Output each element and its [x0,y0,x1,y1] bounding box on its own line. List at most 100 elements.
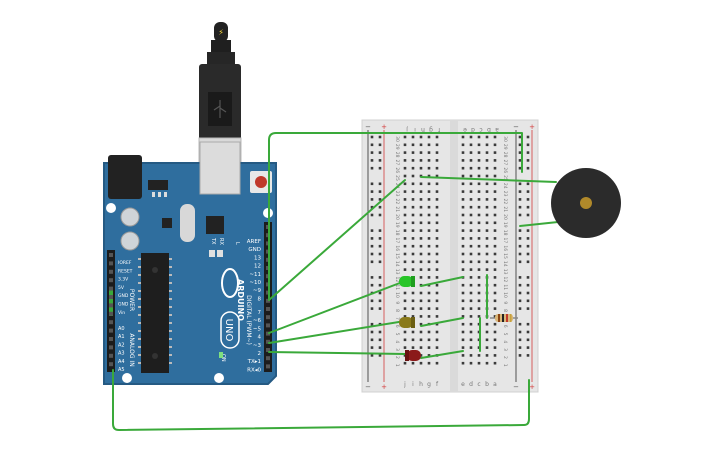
breadboard-hole[interactable] [411,315,415,318]
rail-hole[interactable] [378,276,382,279]
rail-hole[interactable] [370,198,374,201]
breadboard-hole[interactable] [435,205,439,209]
rail-hole[interactable] [526,198,530,201]
breadboard-hole[interactable] [477,260,481,264]
rail-hole[interactable] [370,346,374,349]
breadboard-hole[interactable] [485,330,489,334]
breadboard-hole[interactable] [461,151,465,154]
rail-hole[interactable] [370,213,374,217]
breadboard-hole[interactable] [411,268,415,271]
breadboard-hole[interactable] [427,213,431,217]
power-analog-header-pin[interactable] [109,278,113,283]
breadboard-hole[interactable] [469,260,473,264]
breadboard-hole[interactable] [403,182,407,186]
breadboard-hole[interactable] [461,143,465,147]
breadboard-hole[interactable] [477,205,481,209]
rail-hole[interactable] [378,182,382,186]
breadboard-hole[interactable] [493,299,497,303]
breadboard-hole[interactable] [485,166,489,170]
rail-hole[interactable] [378,354,382,357]
rail-hole[interactable] [518,354,522,357]
rail-hole[interactable] [526,190,530,193]
breadboard-hole[interactable] [477,354,481,357]
breadboard-hole[interactable] [493,322,497,326]
breadboard-hole[interactable] [485,322,489,326]
piezo-buzzer[interactable] [551,168,621,238]
wire-green-led-cathode[interactable] [420,276,464,287]
breadboard-hole[interactable] [485,135,489,139]
breadboard-hole[interactable] [411,213,415,217]
breadboard-hole[interactable] [461,338,465,342]
breadboard-hole[interactable] [469,151,473,154]
red-led[interactable] [405,350,421,361]
rail-hole[interactable] [378,159,382,162]
rail-hole[interactable] [378,260,382,264]
breadboard-hole[interactable] [403,252,407,256]
rail-hole[interactable] [370,260,374,264]
breadboard-hole[interactable] [419,346,423,349]
rail-hole[interactable] [518,252,522,256]
breadboard-hole[interactable] [427,143,431,147]
breadboard-hole[interactable] [493,221,497,225]
breadboard-hole[interactable] [435,291,439,295]
breadboard-hole[interactable] [485,354,489,357]
rail-hole[interactable] [518,182,522,186]
rail-hole[interactable] [526,283,530,287]
breadboard-hole[interactable] [419,361,423,365]
breadboard-hole[interactable] [477,182,481,186]
breadboard-hole[interactable] [469,198,473,201]
breadboard-hole[interactable] [427,205,431,209]
breadboard-hole[interactable] [477,299,481,303]
breadboard-hole[interactable] [461,205,465,209]
breadboard-hole[interactable] [427,182,431,186]
breadboard-hole[interactable] [435,338,439,342]
breadboard-hole[interactable] [411,237,415,240]
rail-hole[interactable] [526,346,530,349]
breadboard-hole[interactable] [435,322,439,326]
rail-hole[interactable] [526,237,530,240]
breadboard-hole[interactable] [427,330,431,334]
breadboard-hole[interactable] [461,237,465,240]
breadboard-hole[interactable] [493,190,497,193]
breadboard-hole[interactable] [493,291,497,295]
breadboard-hole[interactable] [403,135,407,139]
breadboard-hole[interactable] [403,315,407,318]
rail-hole[interactable] [526,322,530,326]
rail-hole[interactable] [518,291,522,295]
breadboard-hole[interactable] [435,315,439,318]
breadboard-hole[interactable] [461,268,465,271]
breadboard-hole[interactable] [493,143,497,147]
breadboard-hole[interactable] [461,159,465,162]
breadboard-hole[interactable] [427,252,431,256]
breadboard-hole[interactable] [427,198,431,201]
breadboard-hole[interactable] [419,159,423,162]
breadboard-hole[interactable] [427,159,431,162]
breadboard-hole[interactable] [461,221,465,225]
breadboard-hole[interactable] [493,315,497,318]
rail-hole[interactable] [526,244,530,248]
wire-yellow-led-cathode[interactable] [420,317,464,327]
breadboard-hole[interactable] [403,330,407,334]
breadboard-hole[interactable] [477,283,481,287]
breadboard-hole[interactable] [411,307,415,310]
breadboard-hole[interactable] [485,268,489,271]
breadboard-hole[interactable] [411,221,415,225]
breadboard-hole[interactable] [411,252,415,256]
breadboard-hole[interactable] [485,213,489,217]
breadboard-hole[interactable] [477,252,481,256]
breadboard-hole[interactable] [493,244,497,248]
breadboard-hole[interactable] [493,237,497,240]
power-analog-header-pin[interactable] [109,320,113,325]
breadboard-hole[interactable] [493,330,497,334]
breadboard-hole[interactable] [403,268,407,271]
breadboard-hole[interactable] [485,143,489,147]
breadboard-hole[interactable] [419,252,423,256]
rail-hole[interactable] [378,190,382,193]
rail-hole[interactable] [518,307,522,310]
breadboard-hole[interactable] [403,198,407,201]
rail-hole[interactable] [526,182,530,186]
breadboard-hole[interactable] [403,221,407,225]
breadboard-hole[interactable] [461,322,465,326]
breadboard-hole[interactable] [469,276,473,279]
breadboard-hole[interactable] [419,190,423,193]
